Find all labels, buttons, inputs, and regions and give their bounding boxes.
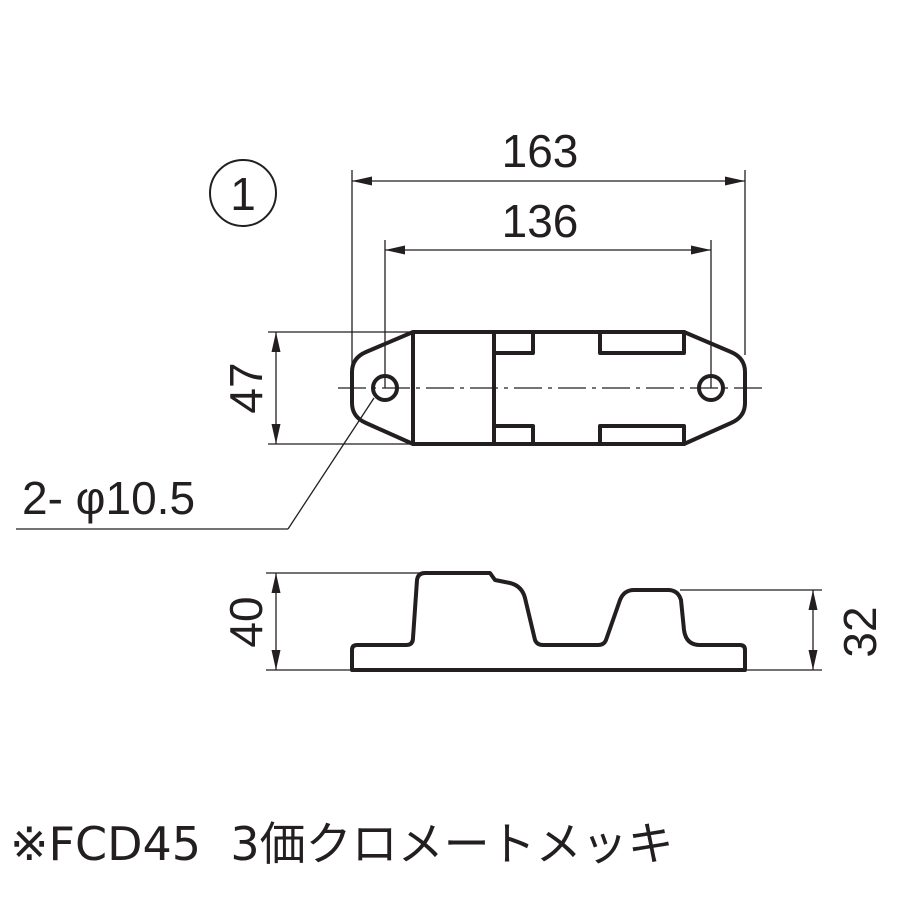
dimension-32: 32 [680,589,886,671]
dimension-47: 47 [220,331,412,445]
arrowhead-bottom [271,650,281,670]
mounting-hole-right [697,374,725,402]
part-number: 1 [230,168,256,220]
height-32-label: 32 [834,606,886,657]
arrowhead-left [352,176,372,186]
part-number-marker: 1 [209,159,277,227]
dimension-163: 163 [351,125,746,392]
side-view-outline [350,571,747,672]
slot-top-left [494,330,535,355]
slot-top-right [598,330,686,355]
arrowhead-top [808,590,818,610]
arrowhead-bottom [808,650,818,670]
height-40-label: 40 [220,596,272,647]
length-163-label: 163 [502,125,579,177]
dimension-40: 40 [220,572,420,671]
holes-label: 2- φ10.5 [22,472,195,524]
arrowhead-right [691,245,711,255]
hole-callout: 2- φ10.5 [16,397,375,530]
width-47-label: 47 [220,362,272,413]
mounting-hole-left [371,374,399,402]
slot-bottom-right [598,424,686,446]
leader-line [287,397,375,530]
dimension-136: 136 [384,195,712,388]
slot-bottom-left [494,424,535,446]
pitch-136-label: 136 [502,195,579,247]
arrowhead-top [271,332,281,352]
arrowhead-left [385,245,405,255]
part-number-circle [209,159,277,227]
arrowhead-top [271,573,281,593]
side-view [350,571,747,672]
material-note: ※FCD45 3価クロメートメッキ [10,817,674,871]
arrowhead-bottom [271,424,281,444]
arrowhead-right [725,176,745,186]
top-view [338,330,762,446]
